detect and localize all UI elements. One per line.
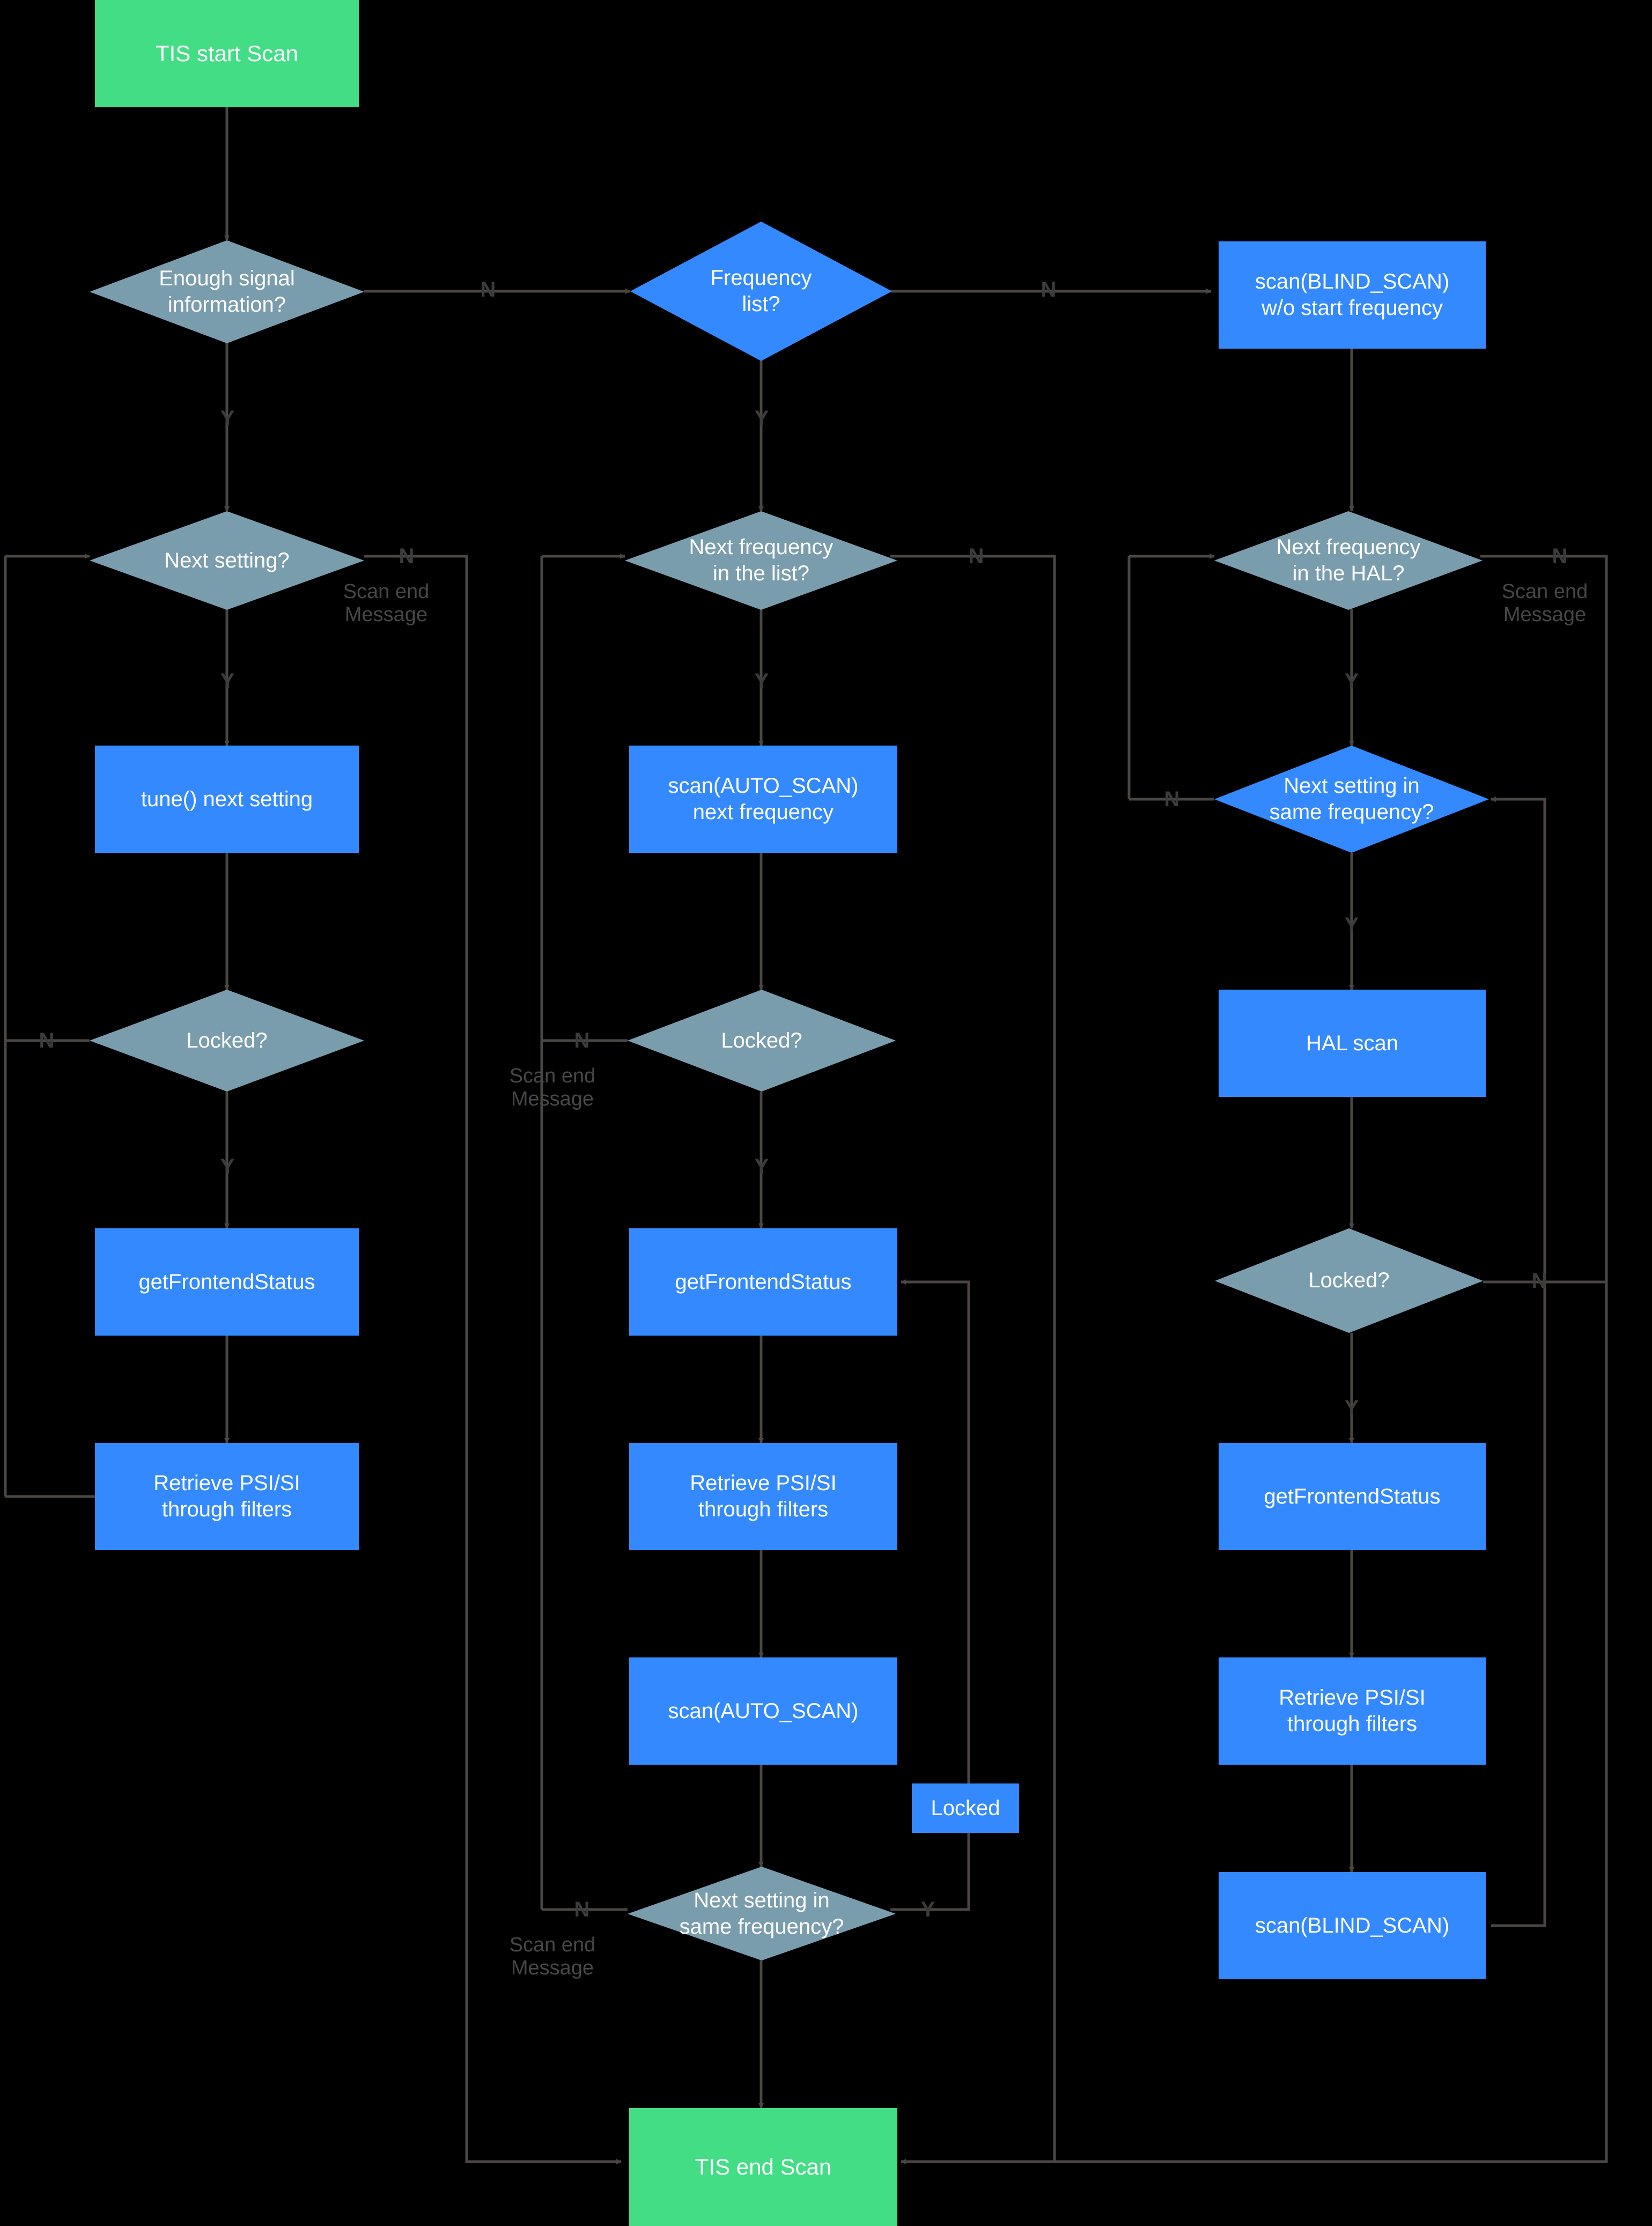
node-scan-auto-next-frequency[interactable]: scan(AUTO_SCAN) next frequency <box>629 746 897 853</box>
edge-label-n-frequency-list: N <box>1041 277 1057 301</box>
node-locked-mid[interactable]: Locked? <box>628 990 896 1092</box>
node-get-frontend-status-left[interactable]: getFrontendStatus <box>95 1228 359 1336</box>
node-enough-signal-information[interactable]: Enough signal information? <box>90 240 364 343</box>
edge-label-y-next-frequency-list: Y <box>754 669 769 693</box>
node-scan-auto-scan[interactable]: scan(AUTO_SCAN) <box>629 1657 897 1765</box>
node-retrieve-psi-si-left[interactable]: Retrieve PSI/SI through filters <box>95 1443 359 1550</box>
node-tune-next-setting[interactable]: tune() next setting <box>95 746 359 853</box>
edge-label-n-next-setting-same-frequency-mid: N <box>574 1897 590 1921</box>
edge-label-n-locked-left: N <box>39 1028 55 1052</box>
note-scan-end-message-mid-bottom: Scan end Message <box>509 1934 596 1979</box>
edge-label-n-locked-mid: N <box>574 1028 590 1052</box>
edge-label-y-next-setting-same-frequency-mid: Y <box>920 1897 935 1921</box>
node-retrieve-psi-si-right[interactable]: Retrieve PSI/SI through filters <box>1219 1657 1486 1765</box>
node-next-frequency-in-hal[interactable]: Next frequency in the HAL? <box>1214 511 1483 610</box>
node-locked-badge[interactable]: Locked <box>912 1783 1019 1833</box>
edge-label-n-next-setting-same-frequency-right: N <box>1164 787 1180 811</box>
note-scan-end-message-right: Scan end Message <box>1501 580 1588 626</box>
edge-label-y-locked-right: Y <box>1344 1396 1359 1420</box>
node-hal-scan[interactable]: HAL scan <box>1219 990 1486 1097</box>
edge-label-n-next-setting: N <box>399 544 415 568</box>
node-next-setting-same-frequency-mid[interactable]: Next setting in same frequency? <box>628 1867 896 1960</box>
edge-label-n-locked-right: N <box>1531 1269 1547 1293</box>
node-tis-end-scan[interactable]: TIS end Scan <box>629 2108 897 2226</box>
node-label: TIS start Scan <box>155 41 299 67</box>
edge-label-y-enough-signal: Y <box>220 406 235 430</box>
node-get-frontend-status-mid[interactable]: getFrontendStatus <box>629 1228 897 1336</box>
node-get-frontend-status-right[interactable]: getFrontendStatus <box>1219 1443 1486 1550</box>
node-frequency-list[interactable]: Frequency list? <box>630 222 892 361</box>
note-scan-end-message-left: Scan end Message <box>343 580 430 626</box>
edge-label-y-next-frequency-hal: Y <box>1344 669 1359 693</box>
edge-label-y-locked-mid: Y <box>754 1154 769 1178</box>
note-scan-end-message-mid-top: Scan end Message <box>509 1065 596 1110</box>
edge-label-n-enough-signal: N <box>480 277 496 301</box>
node-tis-start-scan[interactable]: TIS start Scan <box>95 0 359 107</box>
edge-label-y-next-setting: Y <box>220 669 235 693</box>
node-next-setting-same-frequency-right[interactable]: Next setting in same frequency? <box>1214 746 1489 853</box>
edge-label-y-locked-left: Y <box>220 1154 235 1178</box>
node-scan-blind-scan-wo-start-frequency[interactable]: scan(BLIND_SCAN) w/o start frequency <box>1219 241 1486 349</box>
node-locked-right[interactable]: Locked? <box>1215 1228 1483 1333</box>
edge-label-y-next-setting-same-frequency-right: Y <box>1344 913 1359 937</box>
node-next-frequency-in-list[interactable]: Next frequency in the list? <box>625 511 897 610</box>
edge-label-y-frequency-list: Y <box>754 406 769 430</box>
node-locked-left[interactable]: Locked? <box>90 990 364 1092</box>
node-retrieve-psi-si-mid[interactable]: Retrieve PSI/SI through filters <box>629 1443 897 1550</box>
node-scan-blind-scan-right[interactable]: scan(BLIND_SCAN) <box>1219 1872 1486 1979</box>
edge-label-n-next-frequency-list: N <box>968 544 984 568</box>
edge-label-n-next-frequency-hal: N <box>1552 544 1568 568</box>
